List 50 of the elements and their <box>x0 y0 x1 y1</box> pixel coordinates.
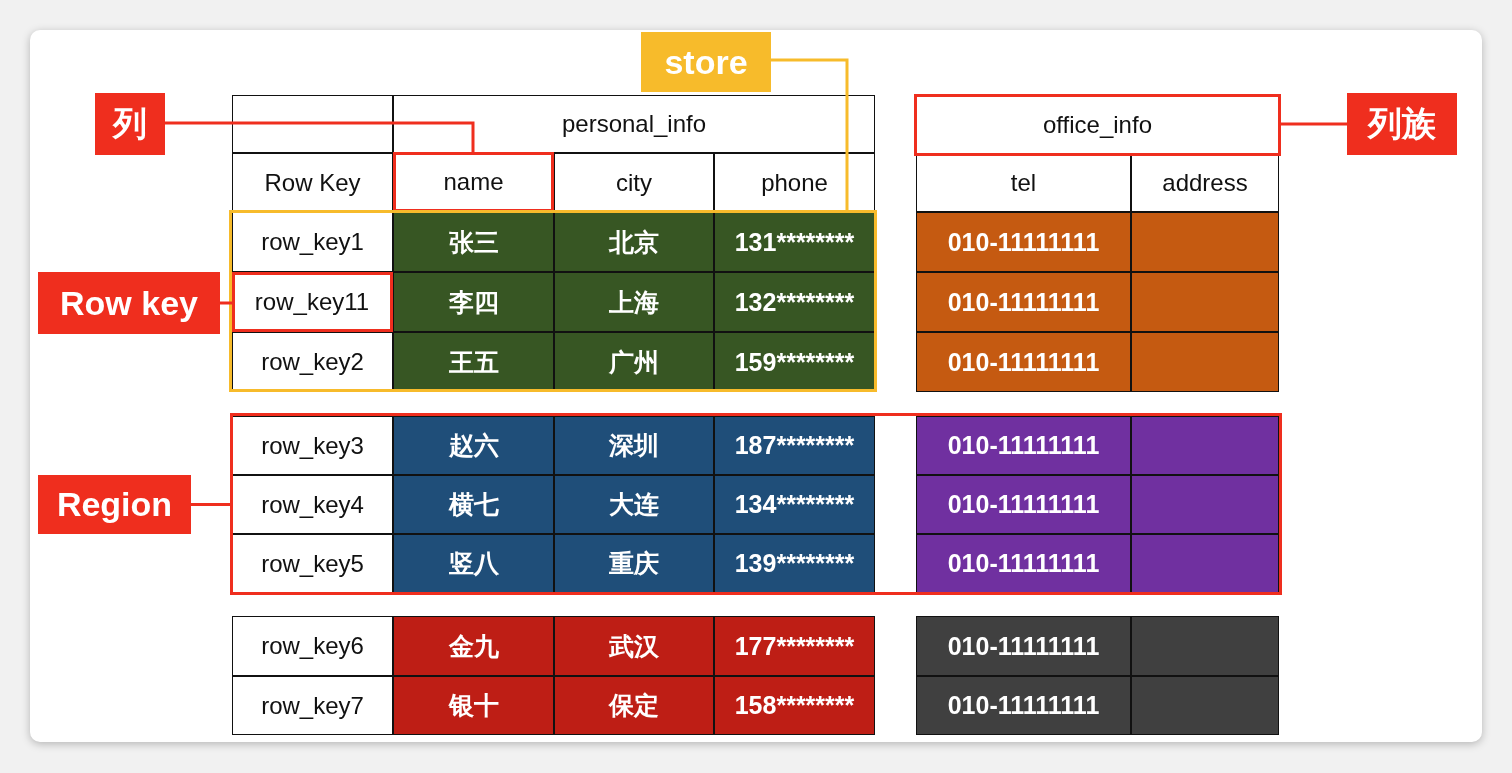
table-cell: 王五 <box>393 332 554 392</box>
leader-line <box>191 503 230 506</box>
highlight-frame <box>229 210 877 392</box>
table-cell: 武汉 <box>554 616 714 676</box>
table-cell: row_key6 <box>232 616 393 676</box>
table-cell: 横七 <box>393 475 554 534</box>
leader-line <box>771 58 849 210</box>
table-cell: 银十 <box>393 676 554 735</box>
leader-line <box>220 301 232 305</box>
highlight-frame <box>230 413 1282 595</box>
table-cell: 010-11111111 <box>916 332 1131 392</box>
table-cell: 131******** <box>714 212 875 272</box>
table-cell: 159******** <box>714 332 875 392</box>
header-cell: phone <box>714 153 875 212</box>
table-cell: 177******** <box>714 616 875 676</box>
table-cell: 010-11111111 <box>916 616 1131 676</box>
table-cell: 广州 <box>554 332 714 392</box>
table-cell: 010-11111111 <box>916 272 1131 332</box>
leader-line <box>1281 122 1347 126</box>
header-cell: office_info <box>914 94 1281 156</box>
table-cell: 保定 <box>554 676 714 735</box>
table-cell: 李四 <box>393 272 554 332</box>
table-cell: 010-11111111 <box>916 676 1131 735</box>
table-cell: 大连 <box>554 475 714 534</box>
table-cell: 134******** <box>714 475 875 534</box>
table-cell: 赵六 <box>393 416 554 475</box>
callout-label: 列族 <box>1347 93 1457 155</box>
callout-label: 列 <box>95 93 165 155</box>
table-cell: row_key11 <box>231 271 393 332</box>
table-cell: 010-11111111 <box>916 534 1131 593</box>
callout-label: store <box>641 32 771 92</box>
table-cell: row_key7 <box>232 676 393 735</box>
table-cell: 张三 <box>393 212 554 272</box>
table-cell: 010-11111111 <box>916 475 1131 534</box>
table-cell: 重庆 <box>554 534 714 593</box>
table-cell: 010-11111111 <box>916 416 1131 475</box>
table-cell: 北京 <box>554 212 714 272</box>
table-cell: 上海 <box>554 272 714 332</box>
callout-label: Row key <box>38 272 220 334</box>
table-cell: 深圳 <box>554 416 714 475</box>
table-cell: 金九 <box>393 616 554 676</box>
header-cell: name <box>393 152 554 212</box>
table-cell: 132******** <box>714 272 875 332</box>
table-cell: 139******** <box>714 534 875 593</box>
table-cell: 158******** <box>714 676 875 735</box>
table-cell: 010-11111111 <box>916 212 1131 272</box>
table-cell: 187******** <box>714 416 875 475</box>
table-cell: 竖八 <box>393 534 554 593</box>
leader-line <box>165 121 475 152</box>
callout-label: Region <box>38 475 191 534</box>
